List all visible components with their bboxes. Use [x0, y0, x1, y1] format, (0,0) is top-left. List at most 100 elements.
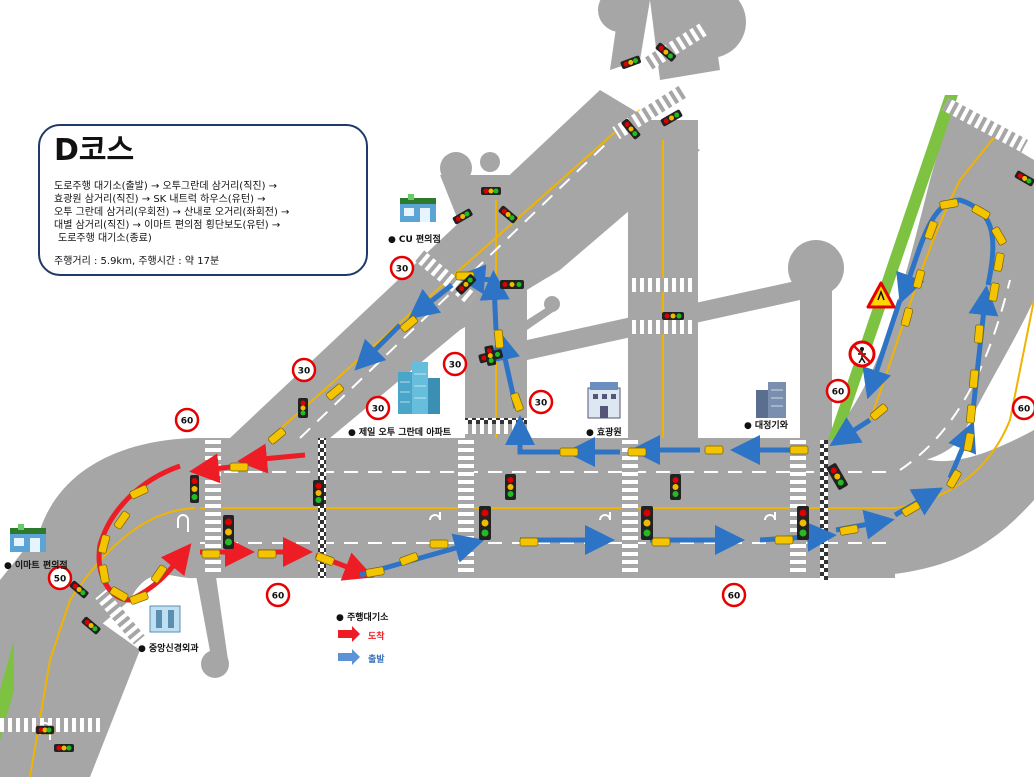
- speed-limit-30: 30: [396, 265, 409, 275]
- traffic-light-icon: [498, 205, 518, 224]
- traffic-light-icon: [36, 726, 54, 734]
- speed-limit-sign-icon: 60: [721, 582, 747, 608]
- traffic-light-icon: [1014, 170, 1034, 187]
- speed-limit-sign-icon: 30: [442, 351, 468, 377]
- traffic-light-icon: [505, 474, 516, 500]
- car-icon: [315, 552, 335, 566]
- legend-departure: 출발: [368, 655, 385, 665]
- car-icon: [789, 445, 809, 455]
- car-icon: [924, 220, 938, 240]
- car-icon: [651, 537, 671, 547]
- car-icon: [559, 447, 579, 457]
- building-icon: [587, 382, 621, 419]
- car-icon: [971, 204, 991, 220]
- place-name: 대정기와: [754, 421, 788, 431]
- car-icon: [109, 586, 129, 602]
- car-icon: [268, 427, 286, 445]
- legend-arrows: [338, 626, 360, 665]
- car-icons: [35, 198, 1007, 735]
- speed-limit-sign-icon: 60: [825, 378, 851, 404]
- convenience-store-icon: [10, 524, 46, 552]
- traffic-light-icon: [662, 312, 684, 320]
- speed-limit-50: 50: [54, 575, 67, 585]
- traffic-light-icon: [69, 580, 89, 599]
- car-icon: [400, 315, 418, 333]
- car-icon: [326, 383, 344, 401]
- place-label-cu: ●CU 편의점: [388, 235, 441, 245]
- car-icon: [969, 369, 979, 389]
- departure-legend-arrow: [338, 649, 360, 665]
- traffic-light-icon: [620, 55, 641, 69]
- route-line: 도로주행 대기소(출발) → 오투그란데 삼거리(직진) →: [54, 181, 278, 192]
- car-icon: [494, 329, 504, 349]
- car-icon: [966, 404, 976, 424]
- speed-limit-sign-icon: 30: [528, 389, 554, 415]
- building-icon: [756, 382, 786, 418]
- car-icon: [257, 549, 277, 559]
- course-info-box: D코스 도로주행 대기소(출발) → 오투그란데 삼거리(직진) → 효광원 삼…: [38, 124, 368, 276]
- no-pedestrian-icon: [848, 340, 876, 368]
- speed-limit-60: 60: [1018, 405, 1031, 415]
- traffic-light-icon: [621, 118, 641, 140]
- place-name: 이마트 편의점: [14, 561, 68, 571]
- route-line: 오투 그란데 삼거리(우회전) → 산내로 오거리(좌회전) →: [54, 207, 290, 218]
- traffic-light-icon: [797, 506, 809, 540]
- speed-limit-signs: 60 50 30 30 30 30 30 60 60 60 60: [47, 255, 1034, 608]
- car-icon: [991, 226, 1007, 246]
- speed-limit-60: 60: [832, 388, 845, 398]
- traffic-light-icon: [479, 506, 491, 540]
- speed-limit-sign-icon: 30: [291, 357, 317, 383]
- speed-limit-sign-icon: 60: [1011, 395, 1034, 421]
- car-icon: [399, 552, 419, 566]
- car-icon: [150, 564, 168, 584]
- route-line: 대별 삼거리(직진) → 이마트 편의점 횡단보도(유턴) →: [54, 220, 281, 231]
- car-icon: [627, 447, 647, 457]
- traffic-light-icon: [452, 208, 473, 225]
- car-icon: [901, 501, 921, 517]
- speed-limit-60: 60: [272, 592, 285, 602]
- car-icon: [963, 432, 975, 452]
- car-icon: [900, 307, 914, 327]
- car-icon: [129, 484, 149, 500]
- car-icon: [201, 549, 221, 559]
- traffic-light-icon: [81, 616, 101, 635]
- car-icon: [946, 469, 962, 489]
- car-icon: [365, 566, 385, 578]
- car-icon: [113, 510, 131, 530]
- traffic-light-icon: [500, 280, 524, 289]
- traffic-light-icon: [223, 515, 234, 549]
- car-icon: [229, 462, 249, 472]
- car-icon: [912, 269, 926, 289]
- route-line: 효광원 삼거리(직진) → SK 내트럭 하우스(유턴) →: [54, 194, 266, 205]
- place-label-jungang: ●중앙신경외과: [138, 644, 199, 654]
- traffic-light-icon: [313, 480, 324, 506]
- building-icon: [149, 605, 181, 633]
- traffic-light-icon: [670, 474, 681, 500]
- car-icon: [519, 537, 539, 547]
- route-line: 도로주행 대기소(종료): [58, 233, 152, 244]
- traffic-light-icon: [481, 187, 501, 195]
- car-icon: [988, 282, 1000, 302]
- place-name: 중앙신경외과: [148, 644, 199, 654]
- traffic-light-icon: [641, 506, 653, 540]
- course-summary: 주행거리 : 5.9km, 주행시간 : 약 17분: [54, 256, 220, 267]
- speed-limit-sign-icon: 30: [365, 395, 391, 421]
- car-icon: [429, 539, 449, 549]
- car-icon: [993, 252, 1005, 272]
- legend-waiting-area: ● 주행대기소: [336, 613, 389, 623]
- car-icon: [510, 392, 524, 412]
- car-icon: [839, 524, 859, 536]
- place-name: 제일 오투 그란데 아파트: [358, 428, 452, 438]
- traffic-light-icon: [455, 274, 477, 295]
- speed-limit-60: 60: [181, 417, 194, 427]
- arrival-legend-arrow: [338, 626, 360, 642]
- course-title: D코스: [54, 133, 135, 168]
- traffic-lights: [36, 42, 1034, 752]
- speed-limit-sign-icon: 30: [389, 255, 415, 281]
- place-name: 효광원: [596, 428, 622, 438]
- stop-lines: [318, 418, 828, 580]
- speed-limit-30: 30: [298, 367, 311, 377]
- place-label-emart: ●이마트 편의점: [4, 561, 68, 571]
